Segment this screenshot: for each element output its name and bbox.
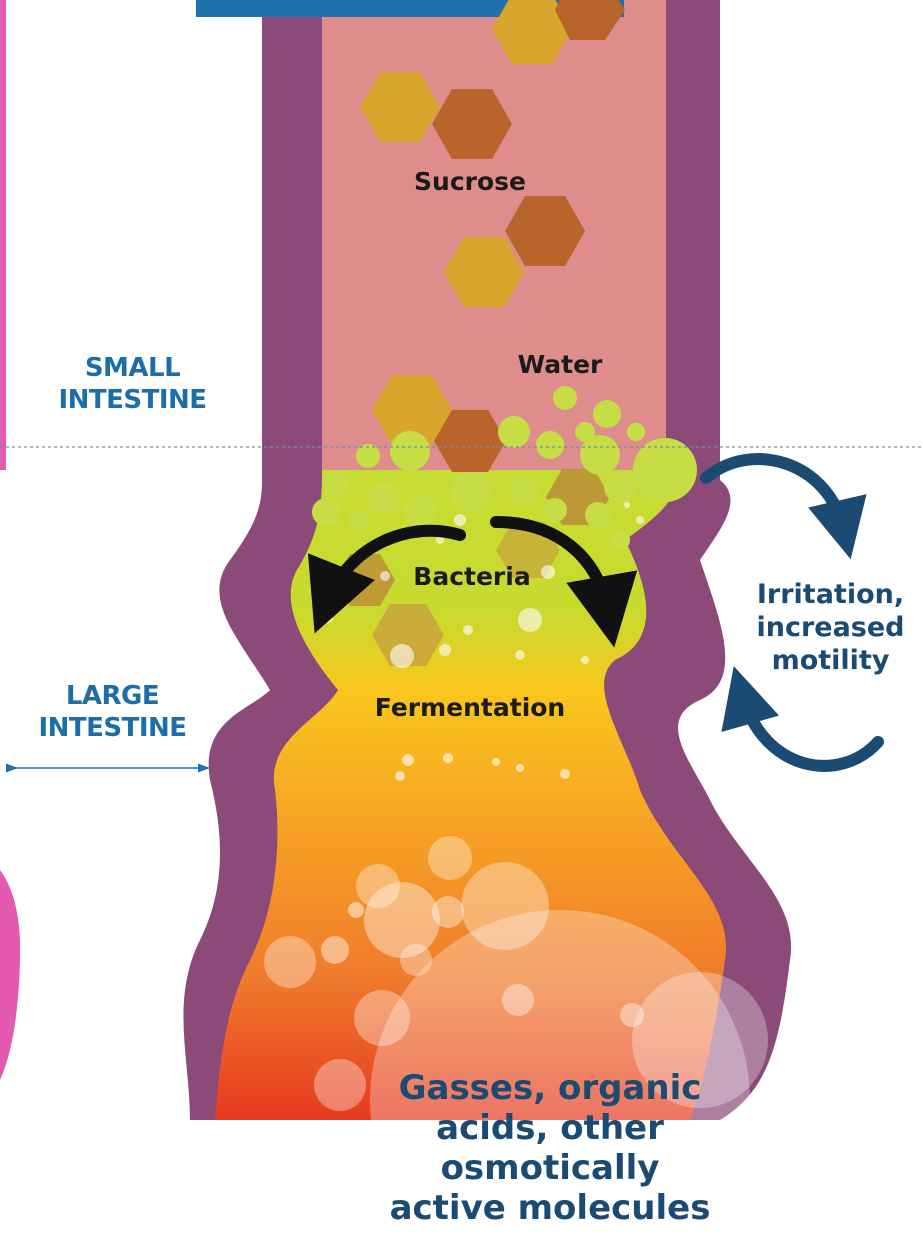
irritation-label-line: Irritation, xyxy=(738,578,923,611)
side-decoration xyxy=(0,0,20,1080)
small-intestine-label-line: SMALL xyxy=(40,352,225,384)
irritation-motility-label: Irritation, increased motility xyxy=(738,578,923,677)
products-label-line: active molecules xyxy=(355,1188,745,1228)
irritation-label-line: increased xyxy=(738,611,923,644)
fermentation-label: Fermentation xyxy=(350,693,590,723)
large-intestine-label: LARGE INTESTINE xyxy=(20,680,205,744)
water-label: Water xyxy=(495,350,625,380)
products-label-line: osmotically xyxy=(355,1148,745,1188)
small-intestine-label-line: INTESTINE xyxy=(40,384,225,416)
fermentation-products-label: Gasses, organic acids, other osmotically… xyxy=(355,1068,745,1228)
large-intestine-label-line: INTESTINE xyxy=(20,712,205,744)
sucrose-label: Sucrose xyxy=(395,167,545,197)
products-label-line: acids, other xyxy=(355,1108,745,1148)
small-intestine-lumen xyxy=(322,0,666,470)
products-label-line: Gasses, organic xyxy=(355,1068,745,1108)
small-intestine-label: SMALL INTESTINE xyxy=(40,352,225,416)
large-intestine-label-line: LARGE xyxy=(20,680,205,712)
irritation-label-line: motility xyxy=(738,644,923,677)
bacteria-label: Bacteria xyxy=(392,562,552,592)
